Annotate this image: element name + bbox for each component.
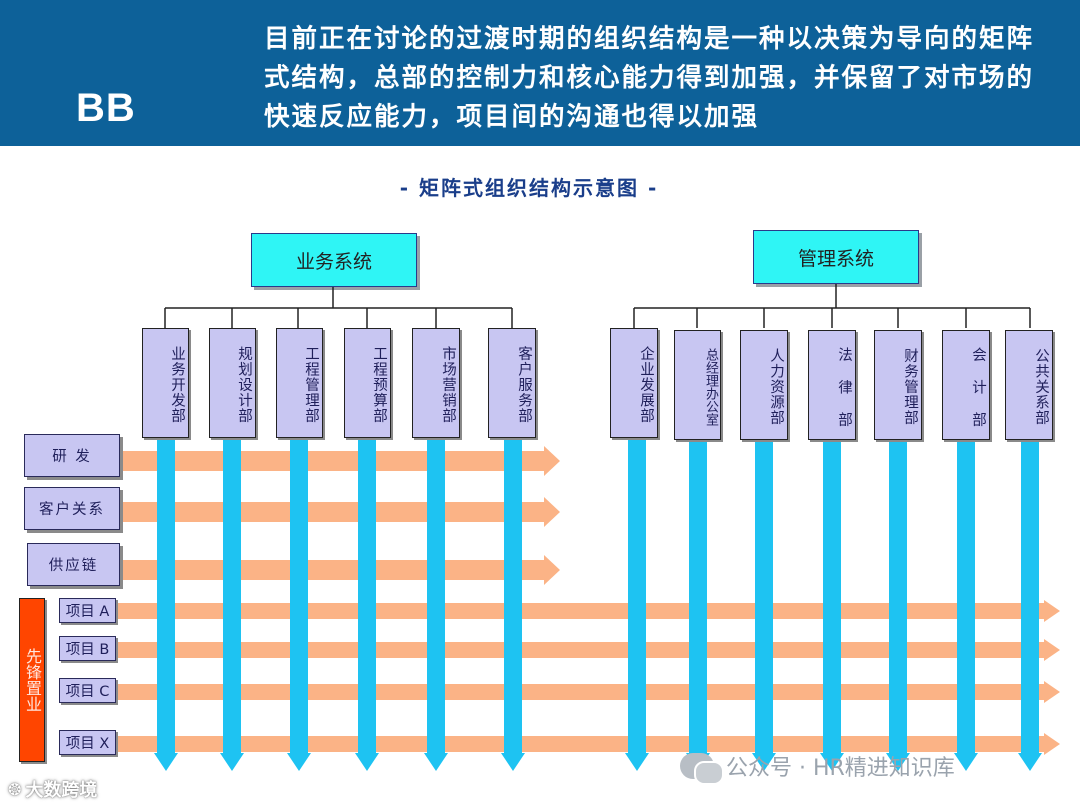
column-arrow-marketing <box>424 437 448 771</box>
dept-accounting: 会 计 部 <box>942 330 990 440</box>
column-arrow-hr <box>752 437 776 771</box>
watermark: 公众号 · HR精进知识库 <box>680 750 955 785</box>
dept-engineering-management: 工程管理部 <box>276 328 323 438</box>
diagram-title: - 矩阵式组织结构示意图 - <box>399 176 659 200</box>
project-c-box: 项目 C <box>59 678 116 703</box>
wechat-icon <box>680 753 724 785</box>
dept-human-resources: 人力资源部 <box>740 330 788 440</box>
row-arrow-customer <box>120 497 560 527</box>
row-label-customer-relations: 客户关系 <box>24 487 120 530</box>
pioneer-company-label: 先锋置业 <box>19 598 45 762</box>
project-x-box: 项目 X <box>59 730 116 755</box>
watermark-text: 公众号 · HR精进知识库 <box>726 756 955 781</box>
dept-public-relations: 公共关系部 <box>1005 330 1053 440</box>
row-arrow-project-b <box>112 639 1060 661</box>
column-arrow-customer-service <box>501 437 525 771</box>
logo-mark-icon: ❂ <box>8 779 22 799</box>
header-banner: BB 目前正在讨论的过渡时期的组织结构是一种以决策为导向的矩阵式结构，总部的控制… <box>0 0 1080 146</box>
dept-business-development: 业务开发部 <box>142 328 189 438</box>
row-arrow-supply <box>120 555 560 585</box>
dept-corporate-development: 企业发展部 <box>610 328 658 438</box>
column-arrow-accounting <box>954 437 978 771</box>
column-arrow-gm-office <box>686 437 710 771</box>
column-arrow-finance <box>886 437 910 771</box>
corner-logo-text: 大数跨境 <box>25 780 98 801</box>
dept-engineering-budget: 工程预算部 <box>344 328 391 438</box>
row-arrow-project-a <box>112 600 1060 622</box>
row-arrow-rnd <box>120 446 560 476</box>
dept-planning-design: 规划设计部 <box>209 328 256 438</box>
row-label-rnd: 研 发 <box>24 434 120 477</box>
column-arrow-legal <box>820 437 844 771</box>
business-system-box: 业务系统 <box>251 233 417 287</box>
dept-gm-office: 总经理办公室 <box>674 330 721 440</box>
dept-finance: 财务管理部 <box>874 330 922 440</box>
column-arrow-engineering <box>287 437 311 771</box>
row-arrow-project-c <box>112 681 1060 703</box>
management-system-box: 管理系统 <box>753 230 919 284</box>
column-arrow-business-dev <box>154 437 178 771</box>
header-text: 目前正在讨论的过渡时期的组织结构是一种以决策为导向的矩阵式结构，总部的控制力和核… <box>264 24 1035 132</box>
project-b-box: 项目 B <box>59 636 116 661</box>
header-label: BB <box>76 86 136 130</box>
dept-legal: 法 律 部 <box>808 330 856 440</box>
row-label-supply-chain: 供应链 <box>27 543 120 586</box>
column-arrow-budget <box>355 437 379 771</box>
dept-customer-service: 客户服务部 <box>488 328 536 438</box>
dept-marketing: 市场营销部 <box>412 328 460 438</box>
column-arrow-corporate-dev <box>625 437 649 771</box>
column-arrow-planning <box>220 437 244 771</box>
project-a-box: 项目 A <box>59 598 116 623</box>
corner-logo: ❂ 大数跨境 <box>8 776 97 802</box>
column-arrow-pr <box>1018 437 1042 771</box>
